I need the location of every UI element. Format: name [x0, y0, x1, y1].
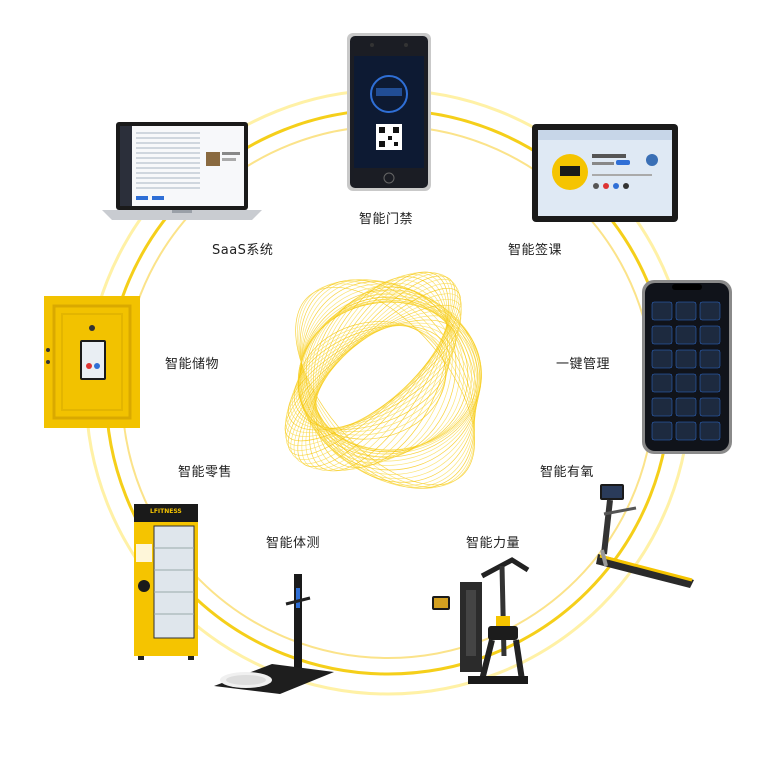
laptop-table-row [136, 182, 200, 184]
phone-app-tile [675, 349, 697, 369]
wave-line [305, 297, 469, 453]
label-manage: 一键管理 [556, 357, 611, 372]
checkin-tablet-icon [532, 124, 678, 222]
phone-app-tile [675, 397, 697, 417]
wave-line [284, 304, 462, 442]
wave-line [295, 324, 448, 433]
wave-line [299, 286, 480, 475]
vending-brand-text: LFITNESS [150, 508, 182, 515]
laptop-table-row [136, 152, 200, 154]
phone-app-tile [651, 349, 673, 369]
laptop-table-row [136, 137, 200, 139]
wave-line [285, 310, 460, 437]
phone-app-tile [699, 421, 721, 441]
phone-app-tile [651, 325, 673, 345]
wave-line [291, 324, 452, 429]
phone-app-tile [699, 397, 721, 417]
phone-app-tile [675, 421, 697, 441]
label-body: 智能体测 [266, 536, 321, 551]
wave-line [284, 299, 462, 447]
laptop-table-row [136, 172, 200, 174]
strength-machine-icon [432, 557, 530, 684]
label-checkin: 智能签课 [508, 243, 563, 258]
center-wave-graphic [284, 271, 482, 489]
laptop-table-row [136, 132, 200, 134]
laptop-table-row [136, 147, 200, 149]
laptop-table-row [136, 162, 200, 164]
wave-line [297, 275, 456, 468]
laptop-table-row [136, 142, 200, 144]
wave-line [290, 283, 460, 461]
wave-line [312, 286, 457, 460]
smart-locker-icon [44, 296, 140, 428]
phone-app-tile [651, 373, 673, 393]
label-storage: 智能储物 [165, 357, 220, 372]
wave-line [297, 321, 447, 440]
phone-app-tile [651, 397, 673, 417]
laptop-dashboard-icon [102, 122, 262, 220]
phone-app-tile [699, 325, 721, 345]
wave-line [315, 276, 449, 468]
wave-line [298, 280, 475, 489]
laptop-table-row [136, 177, 200, 179]
label-saas: SaaS系统 [212, 243, 274, 258]
phone-app-tile [675, 301, 697, 321]
treadmill-icon [596, 484, 694, 588]
laptop-table-row [136, 157, 200, 159]
laptop-table-row [136, 167, 200, 169]
wave-line [289, 322, 455, 429]
phone-app-tile [651, 301, 673, 321]
label-cardio: 智能有氧 [540, 465, 595, 480]
label-access: 智能门禁 [359, 212, 414, 227]
phone-app-tile [699, 349, 721, 369]
phone-app-tile [699, 301, 721, 321]
wave-line [293, 278, 458, 464]
wave-line [305, 271, 451, 471]
wave-line [295, 286, 475, 486]
body-composition-scale-icon [214, 574, 334, 694]
phone-app-tile [651, 421, 673, 441]
wave-line [293, 325, 450, 430]
phone-app-tile [675, 325, 697, 345]
wave-line [286, 315, 459, 434]
vending-fridge-icon [134, 504, 198, 660]
smartphone-app-icon [642, 280, 732, 454]
wave-line [296, 323, 447, 436]
phone-app-tile [675, 373, 697, 393]
label-strength: 智能力量 [466, 536, 521, 551]
wave-line [287, 319, 457, 431]
phone-app-tile [699, 373, 721, 393]
label-retail: 智能零售 [178, 465, 233, 480]
laptop-table-row [136, 187, 200, 189]
face-recognition-terminal-icon [347, 33, 431, 191]
